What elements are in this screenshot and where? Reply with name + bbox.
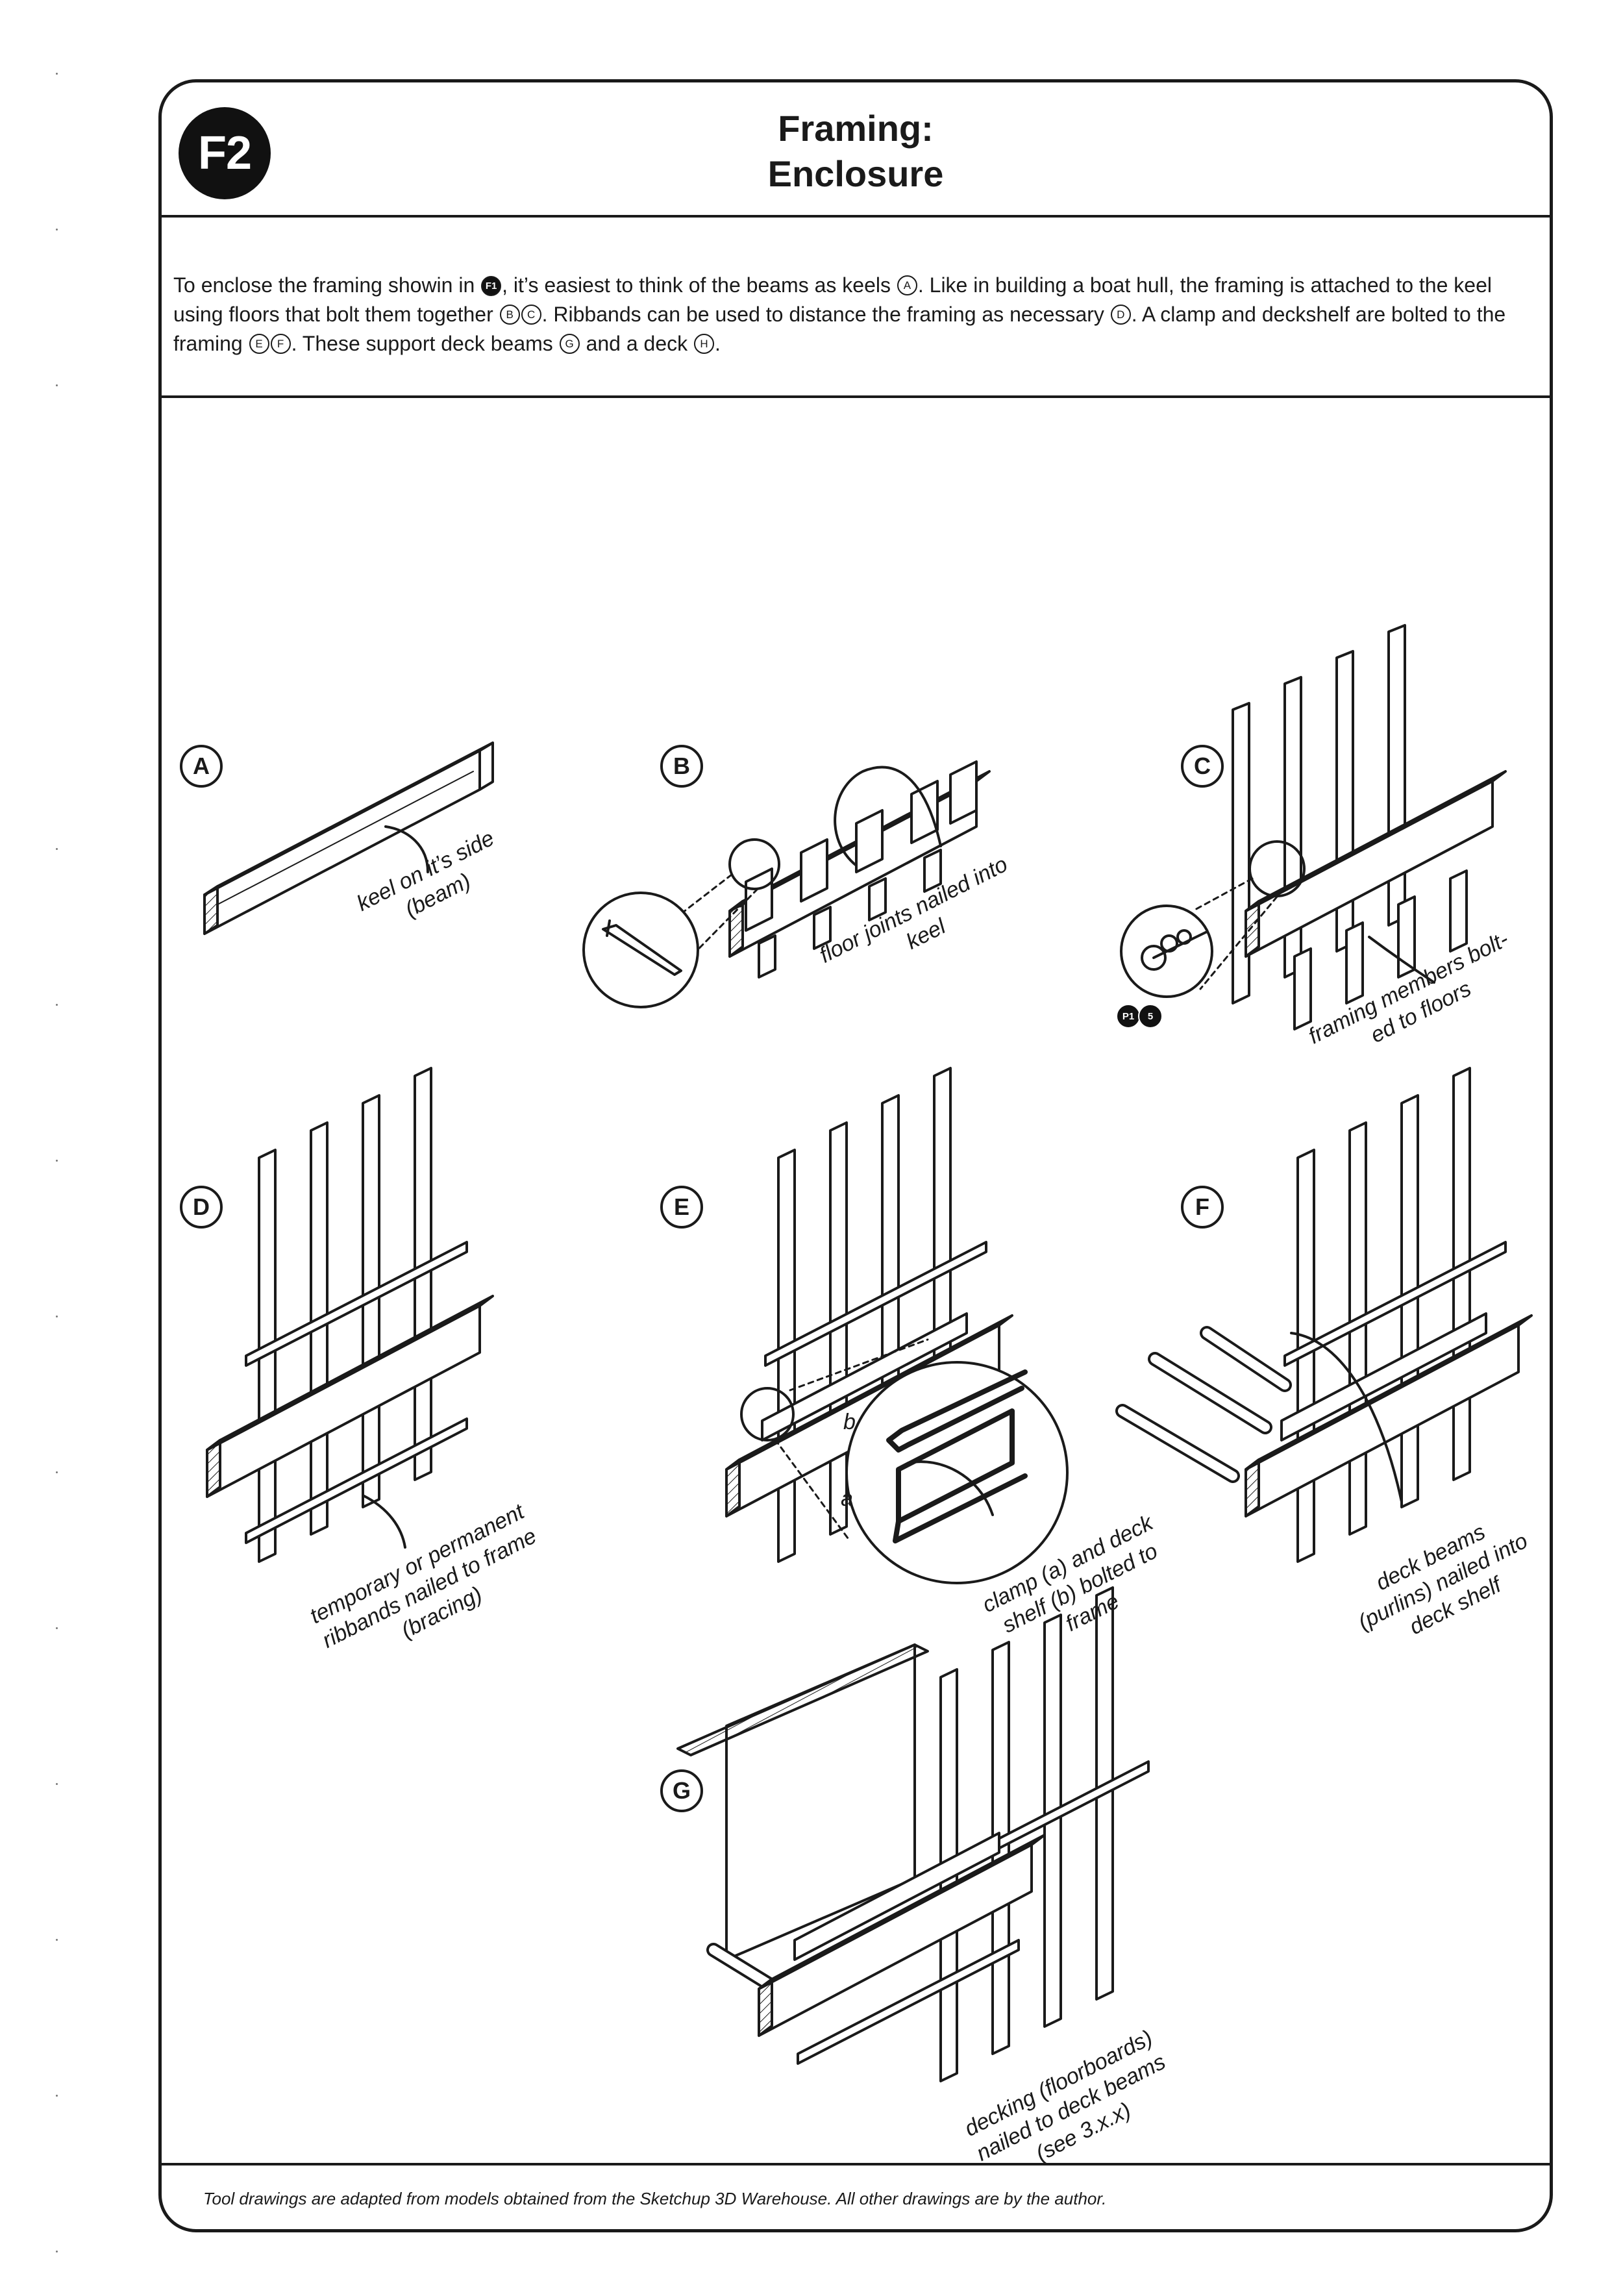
intro-text: . Like in building a boat hull, the fram… [173,273,1492,326]
part-ref-5: 5 [1138,1004,1163,1029]
ref-c: C [521,305,541,325]
title-line-2: Enclosure [767,153,944,194]
sheet-header: F2 Framing: Enclosure [162,82,1550,218]
detail-label-b: b [843,1410,856,1434]
panel-label-g: G [660,1769,703,1812]
sheet-id-badge: F2 [179,107,271,199]
ref-a: A [897,275,917,295]
ref-g: G [559,334,580,354]
ref-e: E [249,334,269,354]
footnote: Tool drawings are adapted from models ob… [203,2189,1107,2208]
panel-f-drawing [1115,1067,1533,1563]
sheet-card: F2 Framing: Enclosure To enclose the fra… [158,79,1553,2232]
panel-c-drawing [1120,624,1507,1030]
intro-paragraph: To enclose the framing showin in F1, it’… [162,218,1550,398]
part-ref-p1: P1 [1116,1004,1141,1029]
ref-f1: F1 [481,276,502,296]
intro-text: . [715,332,721,355]
ref-d: D [1110,305,1131,325]
ref-f: F [270,334,291,354]
panel-label-f: F [1181,1186,1224,1229]
intro-text: and a deck [580,332,694,355]
intro-text: . These support deck beams [291,332,559,355]
page-title: Framing: Enclosure [162,106,1550,197]
panel-g-drawing [676,1586,1150,2082]
panel-label-a: A [180,745,223,788]
detail-label-a: a [841,1486,853,1511]
panel-label-d: D [180,1186,223,1229]
panel-label-e: E [660,1186,703,1229]
illustrations [203,624,1533,2082]
panel-a-drawing [203,742,494,935]
figures-area: A B C D E F G keel on it’s side (beam) f… [162,398,1550,2166]
intro-text: , it’s easiest to think of the beams as … [502,273,897,297]
sheet-footer: Tool drawings are adapted from models ob… [162,2163,1550,2229]
title-line-1: Framing: [778,108,934,149]
panel-b-drawing [582,760,991,1008]
panel-e-drawing [725,1067,1069,1584]
panel-d-drawing [206,1067,494,1563]
ref-b: B [499,305,520,325]
intro-text: . Ribbands can be used to distance the f… [541,303,1110,326]
ref-h: H [694,334,715,354]
intro-text: To enclose the framing showin in [173,273,481,297]
panel-label-b: B [660,745,703,788]
intro-text: . A clamp and deckshelf are bolted to th… [173,303,1506,355]
panel-label-c: C [1181,745,1224,788]
part-reference: P1 5 [1116,1004,1163,1029]
